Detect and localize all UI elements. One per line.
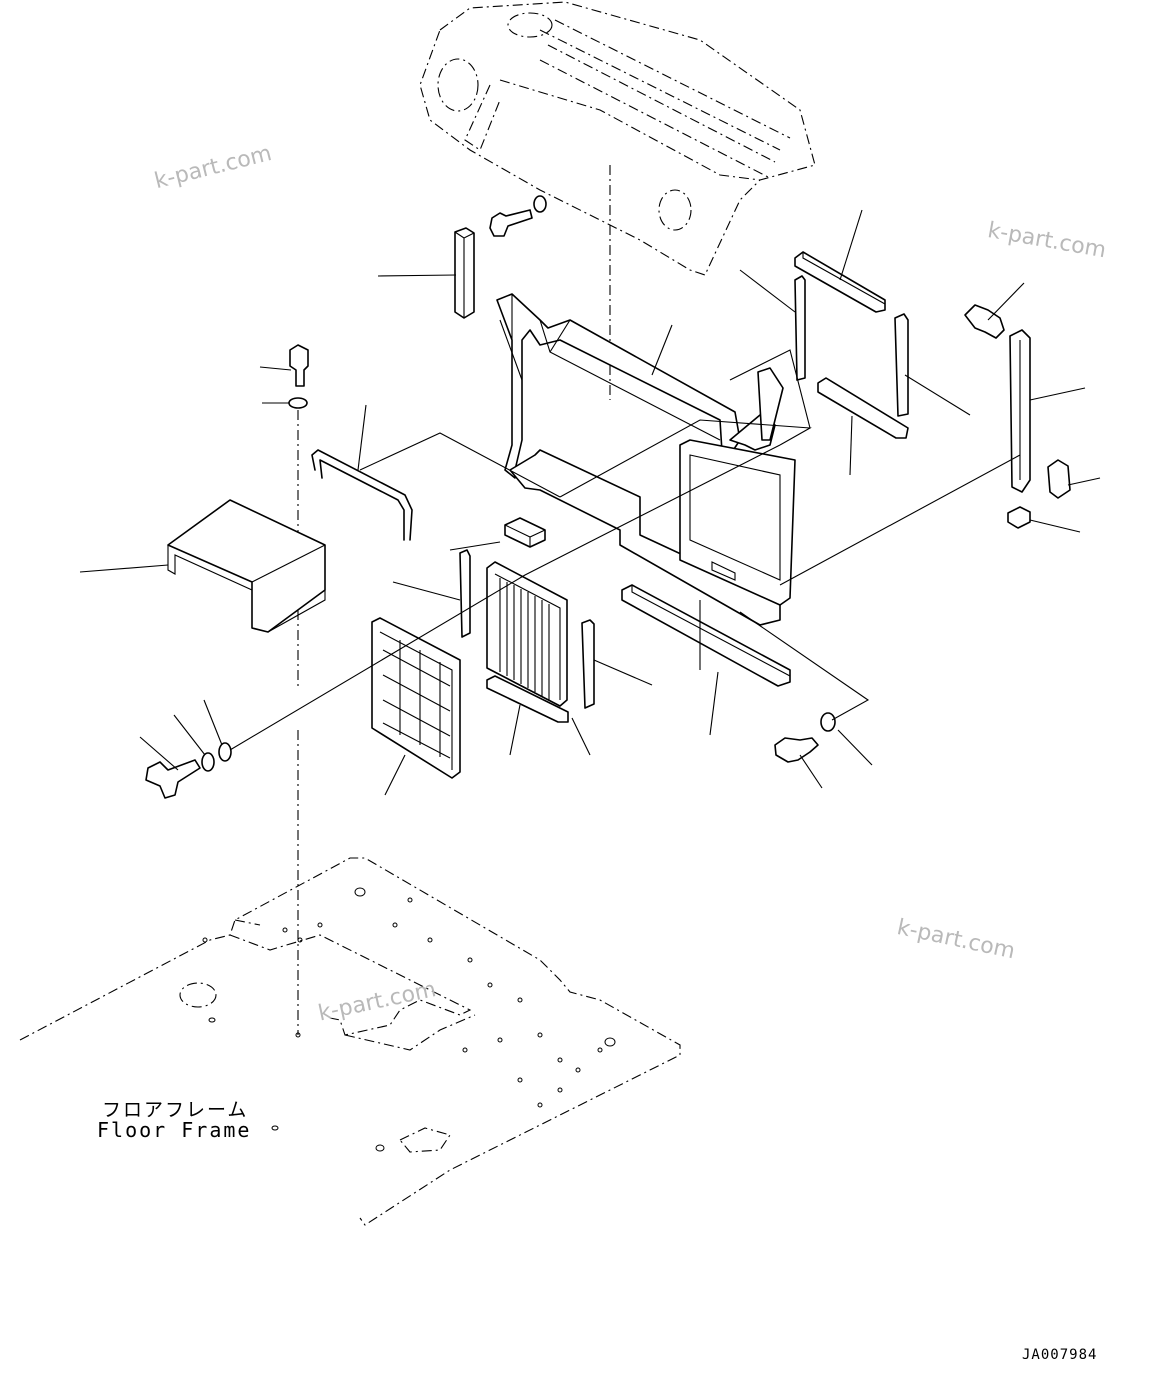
u-bracket	[311, 449, 413, 541]
seal-filter-left	[459, 549, 471, 638]
side-plate-right	[1009, 329, 1031, 493]
filter-element	[486, 561, 568, 707]
seal-right-vertical-b	[894, 313, 909, 417]
clip-right	[1007, 459, 1071, 529]
top-bolt	[489, 195, 547, 237]
seal-right-vertical-a	[794, 275, 806, 381]
seal-long-bottom	[621, 584, 791, 687]
drawing-code: JA007984	[1022, 1347, 1098, 1363]
seal-vertical-upper	[454, 227, 475, 319]
bolt-right	[964, 304, 1005, 339]
back-plate	[509, 367, 796, 626]
bolt-left-top	[288, 344, 309, 409]
cover-box	[167, 499, 326, 633]
seal-right-bottom	[817, 377, 909, 439]
seal-right-top	[794, 251, 886, 313]
filter-frame	[371, 617, 461, 779]
duct-bracket	[496, 293, 741, 479]
upper-frame	[419, 1, 816, 400]
floor-frame-label-jp: フロアフレーム	[102, 1099, 249, 1121]
floor-frame-label-en: Floor Frame	[97, 1118, 252, 1142]
pad-small	[504, 517, 546, 548]
bolt-bottom-right	[774, 712, 836, 763]
seal-filter-bottom	[486, 675, 569, 723]
floor-frame	[19, 857, 681, 1226]
wing-bolt	[145, 742, 232, 799]
seal-filter-right	[581, 619, 595, 709]
